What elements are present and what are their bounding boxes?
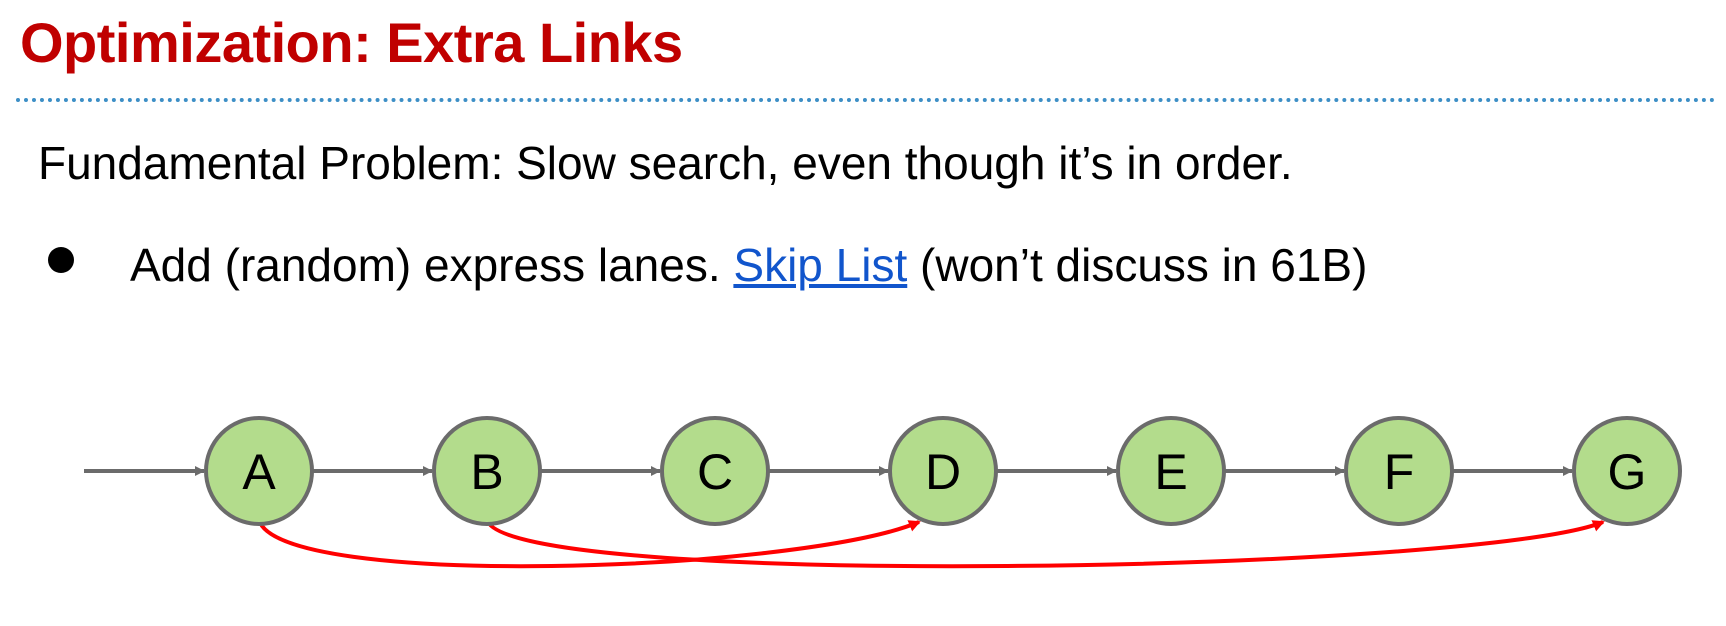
- title-divider: [16, 98, 1716, 102]
- node-circle: [888, 416, 998, 526]
- node-circle: [1572, 416, 1682, 526]
- express-link-a-d: [257, 519, 921, 569]
- bullet-icon: [48, 247, 74, 273]
- bullet-prefix: Add (random) express lanes.: [130, 239, 734, 291]
- node-label: B: [470, 444, 503, 500]
- node-f: F: [1344, 416, 1454, 526]
- node-g: G: [1572, 416, 1682, 526]
- node-a: A: [204, 416, 314, 526]
- problem-statement: Fundamental Problem: Slow search, even t…: [38, 137, 1293, 189]
- node-e: E: [1116, 416, 1226, 526]
- node-circle: [660, 416, 770, 526]
- node-circle: [1344, 416, 1454, 526]
- node-circle: [432, 416, 542, 526]
- bullet-item: Add (random) express lanes. Skip List (w…: [48, 238, 1367, 292]
- node-b: B: [432, 416, 542, 526]
- node-label: D: [925, 444, 961, 500]
- slide-title: Optimization: Extra Links: [20, 11, 683, 74]
- linked-list-diagram: A B C D E F G: [84, 416, 1682, 569]
- node-c: C: [660, 416, 770, 526]
- node-label: F: [1384, 444, 1415, 500]
- bullet-suffix: (won’t discuss in 61B): [907, 239, 1368, 291]
- node-label: A: [242, 444, 276, 500]
- skip-list-link[interactable]: Skip List: [733, 239, 908, 291]
- node-circle: [1116, 416, 1226, 526]
- node-label: C: [697, 444, 733, 500]
- express-link-b-g: [485, 519, 1605, 569]
- node-d: D: [888, 416, 998, 526]
- node-label: G: [1608, 444, 1647, 500]
- node-label: E: [1154, 444, 1187, 500]
- node-circle: [204, 416, 314, 526]
